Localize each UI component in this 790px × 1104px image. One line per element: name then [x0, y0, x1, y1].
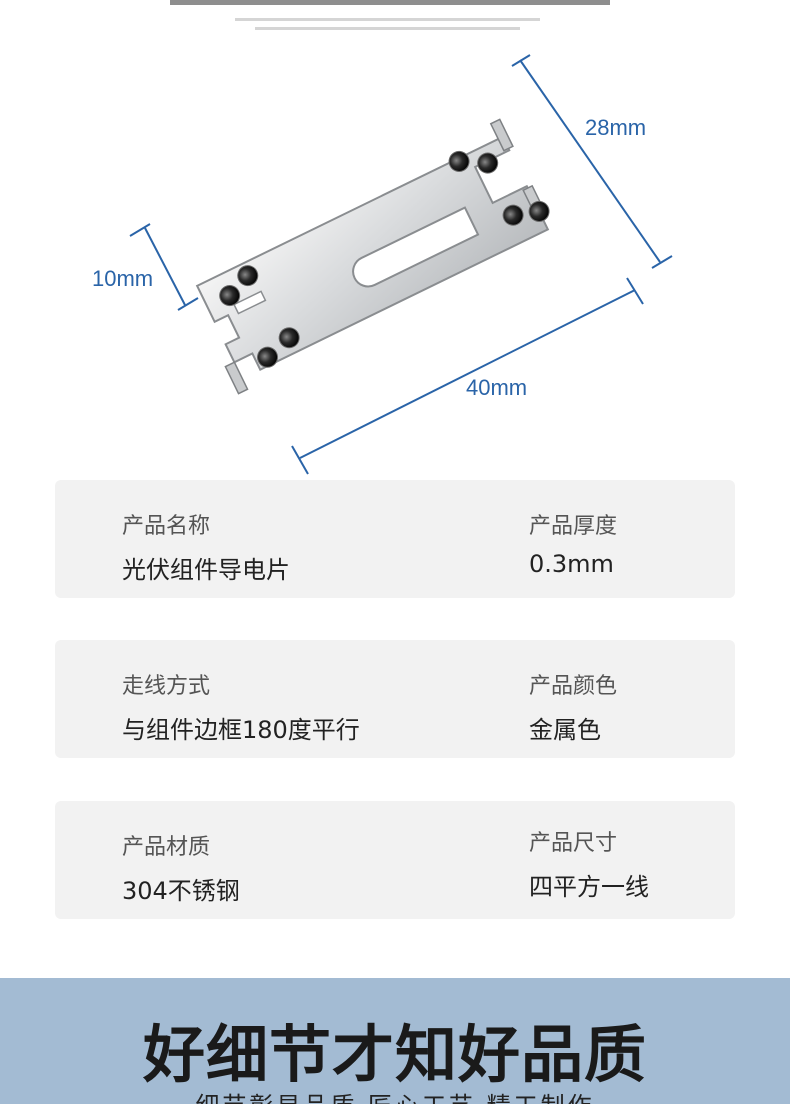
plate-tab — [224, 361, 249, 395]
dimension-height-label: 10mm — [92, 266, 153, 291]
plate-tab — [489, 118, 514, 152]
dimension-width — [511, 54, 673, 269]
spec-card-1: 产品名称 光伏组件导电片 产品厚度 0.3mm — [55, 480, 735, 598]
spec-value: 与组件边框180度平行 — [122, 716, 360, 744]
dimension-length — [291, 277, 644, 475]
spec-label: 产品材质 — [122, 835, 211, 860]
rivet-hole — [219, 285, 241, 307]
spec-value: 0.3mm — [529, 550, 614, 578]
dimension-height — [129, 223, 199, 311]
spec-label: 产品名称 — [122, 514, 211, 539]
rivet-hole — [237, 265, 259, 287]
rivet-hole — [477, 152, 499, 174]
spec-label: 产品尺寸 — [529, 831, 618, 856]
dimension-length-label: 40mm — [466, 375, 527, 400]
header-remnant — [170, 0, 610, 30]
plate-slot — [352, 206, 480, 288]
spec-value: 光伏组件导电片 — [122, 556, 290, 584]
rivet-hole — [278, 327, 300, 349]
spec-value: 304不锈钢 — [122, 877, 240, 905]
rivet-hole — [528, 200, 550, 222]
dimension-width-label: 28mm — [585, 115, 646, 140]
banner-subtitle: 细节彰显品质 匠心工艺 精工制作 — [0, 1086, 790, 1104]
spec-label: 产品颜色 — [529, 674, 618, 699]
conductive-plate — [195, 118, 550, 395]
spec-label: 走线方式 — [122, 674, 211, 699]
rivet-hole — [448, 150, 470, 172]
spec-card-2: 走线方式 与组件边框180度平行 产品颜色 金属色 — [55, 640, 735, 758]
spec-label: 产品厚度 — [529, 514, 618, 539]
product-figure: 28mm 10mm 40mm — [92, 0, 673, 475]
rivet-hole — [257, 346, 279, 368]
spec-value: 金属色 — [529, 716, 601, 744]
detail-banner: 好细节才知好品质 细节彰显品质 匠心工艺 精工制作 — [0, 978, 790, 1104]
rivet-hole — [502, 204, 524, 226]
spec-value: 四平方一线 — [529, 873, 649, 901]
banner-title: 好细节才知好品质 — [142, 1018, 647, 1091]
spec-card-3: 产品材质 304不锈钢 产品尺寸 四平方一线 — [55, 801, 735, 919]
